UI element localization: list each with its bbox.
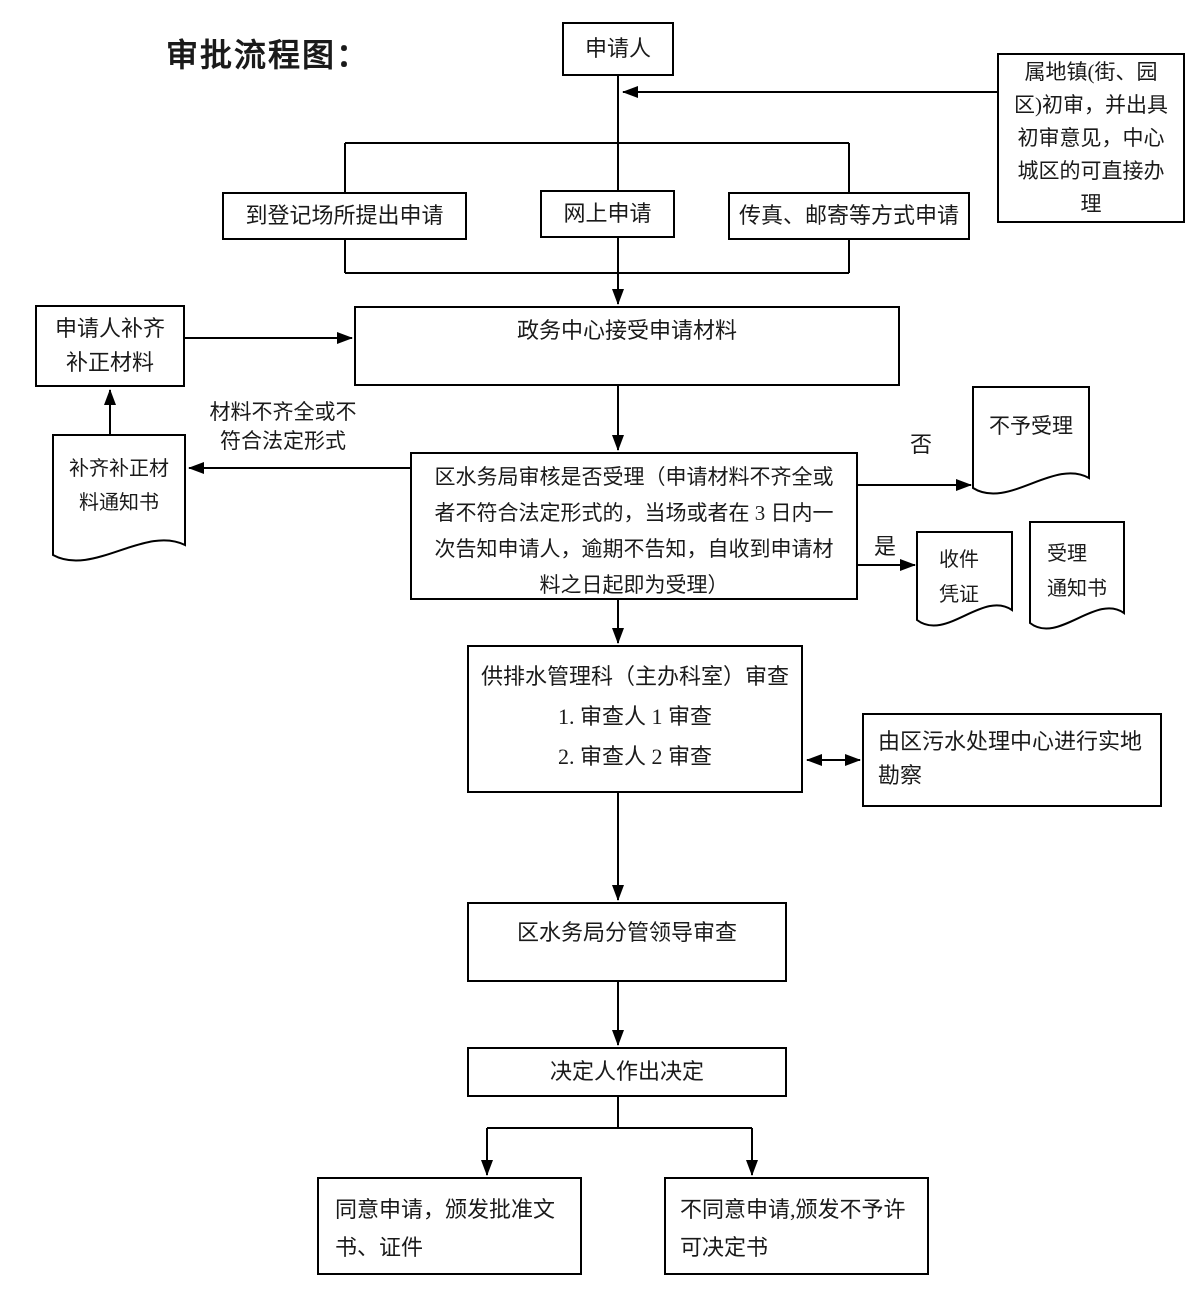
node-approve-outcome: 同意申请，颁发批准文 书、证件 (317, 1177, 582, 1275)
document-supplement-notice-label: 补齐补正材 料通知书 (69, 458, 169, 514)
document-not-accepted-label: 不予受理 (989, 414, 1073, 438)
document-receipt-label: 收件 凭证 (939, 549, 979, 606)
edge-review-outcomes (612, 479, 972, 644)
node-apply-fax-mail: 传真、邮寄等方式申请 (728, 192, 970, 240)
document-shapes (52, 386, 1125, 630)
document-shape-receipt (916, 531, 1013, 627)
node-center-receive-materials: 政务中心接受申请材料 (354, 306, 900, 386)
edge-supplement-loop (104, 332, 410, 474)
document-shape-supplement-notice (52, 434, 186, 562)
edge-applicant-spine (344, 76, 997, 451)
node-dept-review: 供排水管理科（主办科室）审查 1. 审查人 1 审查 2. 审查人 2 审查 (467, 645, 803, 793)
node-applicant: 申请人 (562, 22, 674, 76)
document-shape-accept-notice (1029, 521, 1125, 630)
edge-lower-spine (481, 793, 758, 1176)
node-site-survey: 由区污水处理中心进行实地 勘察 (862, 713, 1162, 807)
document-shape-not-accepted (972, 386, 1090, 495)
node-apply-onsite: 到登记场所提出申请 (222, 192, 467, 240)
edge-label-incomplete-materials: 材料不齐全或不 符合法定形式 (209, 400, 357, 453)
edge-label-no: 否 (910, 432, 933, 457)
node-review-acceptance: 区水务局审核是否受理（申请材料不齐全或 者不符合法定形式的，当场或者在 3 日内… (410, 452, 858, 600)
node-town-preliminary-review: 属地镇(街、园 区)初审，并出具 初审意见，中心 城区的可直接办 理 (997, 53, 1185, 223)
node-apply-online: 网上申请 (540, 190, 675, 238)
node-leader-review: 区水务局分管领导审查 (467, 902, 787, 982)
node-decision-maker: 决定人作出决定 (467, 1047, 787, 1097)
node-applicant-supplement: 申请人补齐 补正材料 (35, 305, 185, 387)
node-reject-outcome: 不同意申请,颁发不予许 可决定书 (664, 1177, 929, 1275)
document-accept-notice-label: 受理 通知书 (1047, 543, 1107, 600)
page-title: 审批流程图： (166, 37, 371, 73)
edge-label-yes: 是 (874, 534, 897, 559)
